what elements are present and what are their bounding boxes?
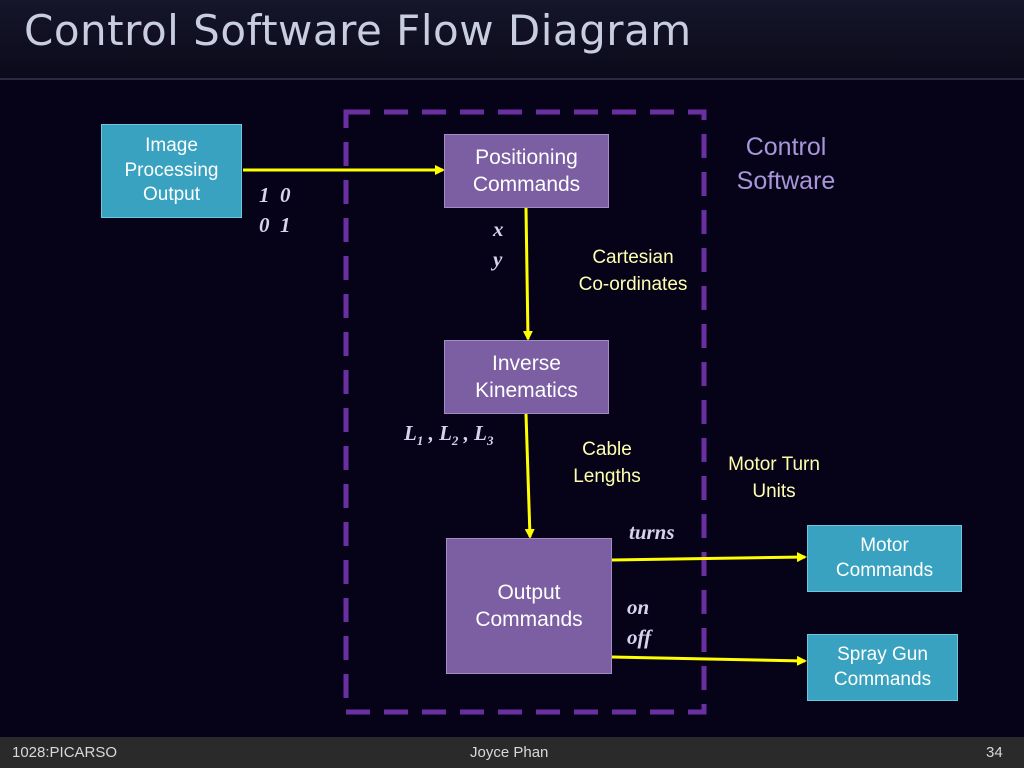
motor-turn-units-label: Motor Turn Units bbox=[728, 454, 820, 502]
arrow-output-to-spray-gun bbox=[611, 655, 807, 666]
y-variable: y bbox=[493, 247, 503, 272]
output-commands-label: Output Commands bbox=[475, 580, 583, 631]
x-variable: x bbox=[493, 217, 504, 241]
matrix-row-1: 1 0 bbox=[259, 183, 291, 207]
inverse-kinematics-box: Inverse Kinematics bbox=[444, 340, 609, 414]
motor-commands-label: Motor Commands bbox=[835, 534, 934, 581]
motor-commands-box: Motor Commands bbox=[807, 525, 962, 592]
control-software-label: Control Software bbox=[736, 133, 836, 195]
spray-gun-commands-label: Spray Gun Commands bbox=[833, 643, 932, 690]
footer-author: Joyce Phan bbox=[470, 744, 549, 761]
matrix-row-2: 0 1 bbox=[259, 213, 291, 238]
arrow-positioning-to-kinematics bbox=[522, 207, 533, 341]
footer-page-number: 34 bbox=[986, 744, 1003, 761]
slide-title: Control Software Flow Diagram bbox=[24, 6, 692, 55]
xy-variables: x y bbox=[493, 214, 504, 275]
control-software-boundary bbox=[343, 109, 707, 715]
image-processing-output-box: Image Processing Output bbox=[101, 124, 242, 218]
diagram-canvas bbox=[243, 109, 807, 715]
inverse-kinematics-label: Inverse Kinematics bbox=[475, 351, 578, 402]
cable-lengths-label: Cable Lengths bbox=[573, 439, 641, 487]
on-variable: on bbox=[627, 595, 650, 619]
positioning-commands-box: Positioning Commands bbox=[444, 134, 609, 208]
arrow-output-to-motor bbox=[611, 552, 807, 563]
cartesian-coordinates-label: Cartesian Co-ordinates bbox=[578, 247, 688, 295]
positioning-commands-label: Positioning Commands bbox=[472, 145, 581, 196]
l1-subscript: 1 bbox=[416, 433, 424, 449]
output-commands-box: Output Commands bbox=[446, 538, 612, 674]
l2-subscript: 2 bbox=[451, 433, 459, 449]
footer-course-code: 1028:PICARSO bbox=[12, 744, 118, 761]
cable-length-variables: L1 , L2 , L3 bbox=[404, 421, 494, 449]
spray-gun-commands-box: Spray Gun Commands bbox=[807, 634, 958, 701]
image-processing-output-label: Image Processing Output bbox=[124, 134, 219, 206]
footer: 1028:PICARSO Joyce Phan 34 bbox=[0, 737, 1024, 768]
turns-variable: turns bbox=[629, 520, 675, 544]
title-bar bbox=[0, 0, 1024, 80]
arrow-kinematics-to-output bbox=[524, 413, 535, 539]
off-variable: off bbox=[627, 625, 652, 650]
l2-variable: L bbox=[439, 421, 452, 445]
identity-matrix: 1 0 0 1 bbox=[259, 180, 291, 241]
l3-subscript: 3 bbox=[486, 433, 494, 449]
l1-variable: L bbox=[404, 421, 417, 445]
on-off-variables: on off bbox=[627, 592, 651, 653]
l3-variable: L bbox=[474, 421, 487, 445]
